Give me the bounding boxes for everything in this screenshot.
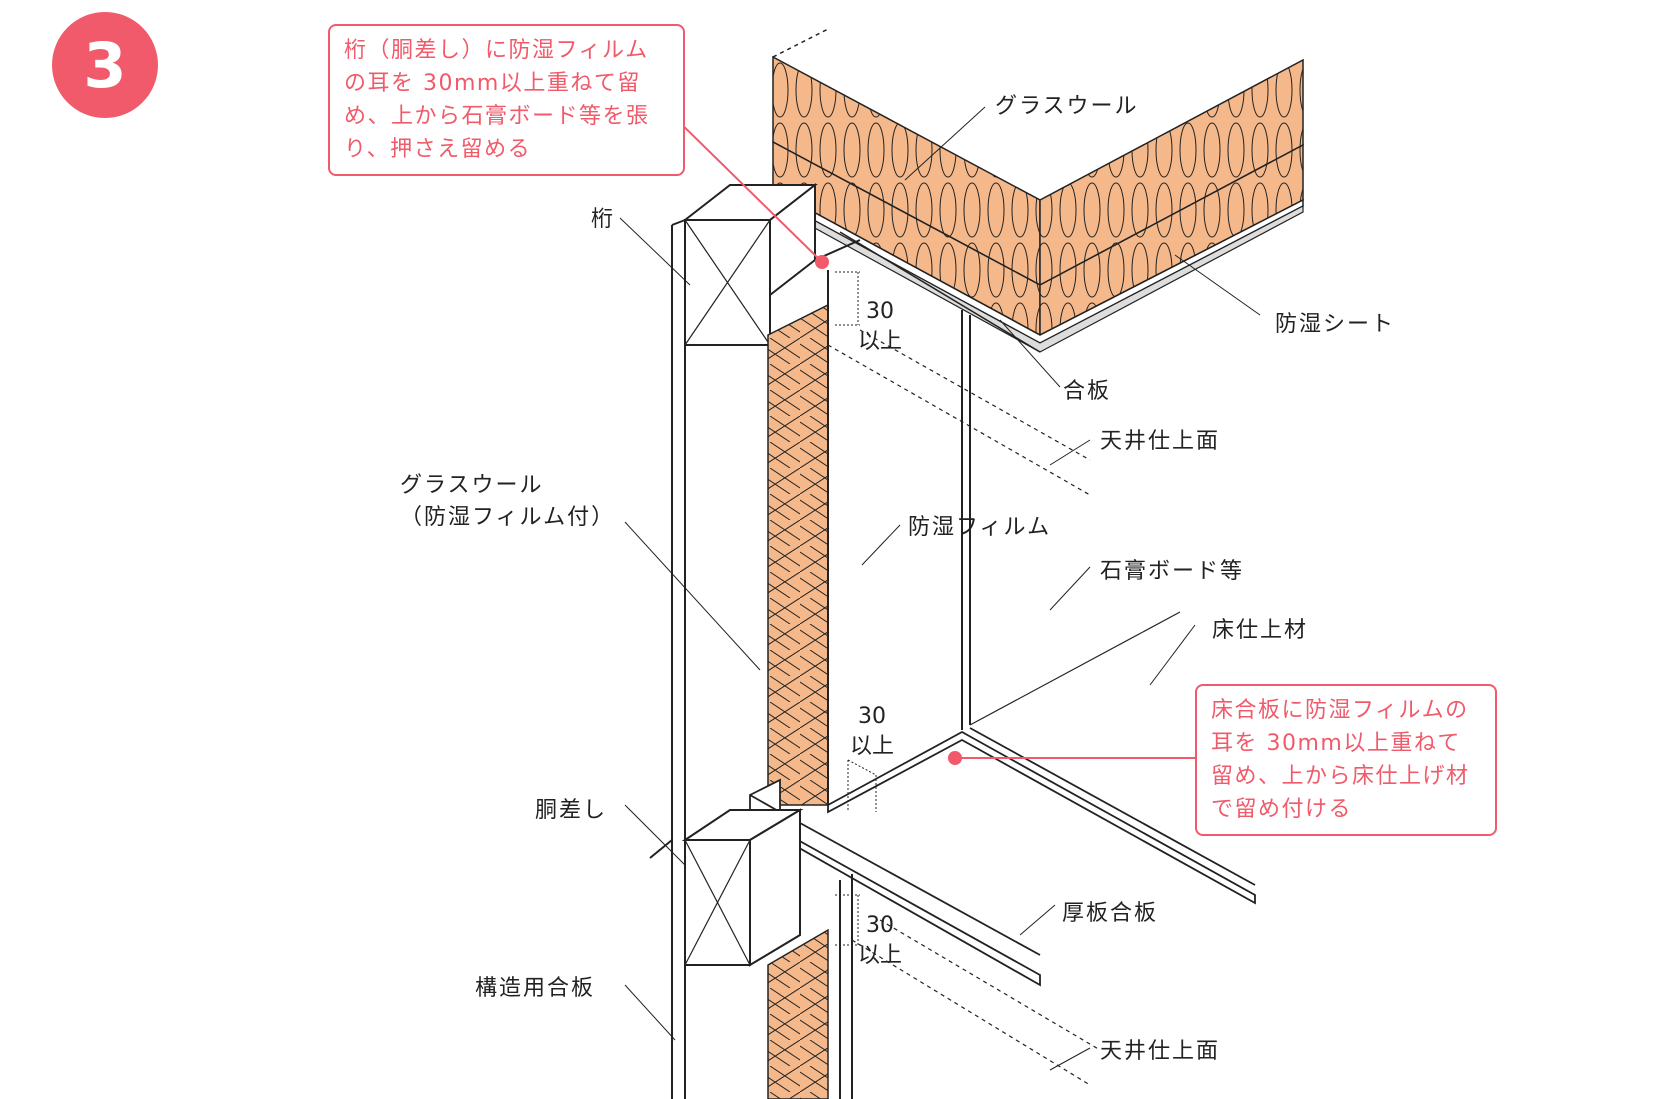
callout-dot-top xyxy=(815,255,829,269)
wall-glass-wool-upper xyxy=(767,303,829,806)
structural-plywood xyxy=(671,219,686,1099)
label-ceiling-finish-top: 天井仕上面 xyxy=(1100,429,1221,454)
ceiling-finish-plane-bottom xyxy=(851,919,1101,1086)
label-beam: 桁 xyxy=(591,207,616,232)
wall-board xyxy=(827,270,1181,805)
dimension-overlap-lower: 30 以上 xyxy=(858,913,903,968)
label-glass-wool-ceiling: グラスウール xyxy=(995,94,1139,119)
wall-glass-wool-lower xyxy=(767,874,853,1099)
label-gypsum-board: 石膏ボード等 xyxy=(1100,559,1245,584)
label-girth: 胴差し xyxy=(535,798,608,823)
dimension-overlap-floor: 30 以上 xyxy=(850,704,895,759)
ceiling-finish-plane-top xyxy=(827,329,1091,496)
label-plywood: 合板 xyxy=(1063,379,1112,404)
label-vapor-film: 防湿フィルム xyxy=(908,515,1052,540)
callout-pointers xyxy=(666,109,1195,765)
label-ceiling-finish-bottom: 天井仕上面 xyxy=(1100,1039,1221,1064)
top-beam xyxy=(682,182,861,346)
callout-floor-note: 床合板に防湿フィルムの耳を 30mm以上重ねて留め、上から床仕上げ材で留め付ける xyxy=(1195,684,1497,836)
label-floor-finish: 床仕上材 xyxy=(1212,618,1309,643)
label-glass-wool-wall: グラスウール （防湿フィルム付） xyxy=(400,473,616,530)
label-vapor-sheet: 防湿シート xyxy=(1275,312,1396,337)
label-structural-plywood: 構造用合板 xyxy=(475,976,596,1001)
ceiling-glass-wool xyxy=(772,27,1304,337)
callout-dot-floor xyxy=(948,751,962,765)
girth-beam xyxy=(649,808,804,967)
label-thick-plywood: 厚板合板 xyxy=(1062,901,1159,926)
step-number-badge: 3 xyxy=(52,12,158,118)
dimension-overlap-top: 30 以上 xyxy=(858,299,903,354)
leader-lines xyxy=(619,106,1261,1071)
callout-top-note: 桁（胴差し）に防湿フィルムの耳を 30mm以上重ねて留め、上から石膏ボード等を張… xyxy=(328,24,685,176)
dimension-marks xyxy=(835,271,877,946)
